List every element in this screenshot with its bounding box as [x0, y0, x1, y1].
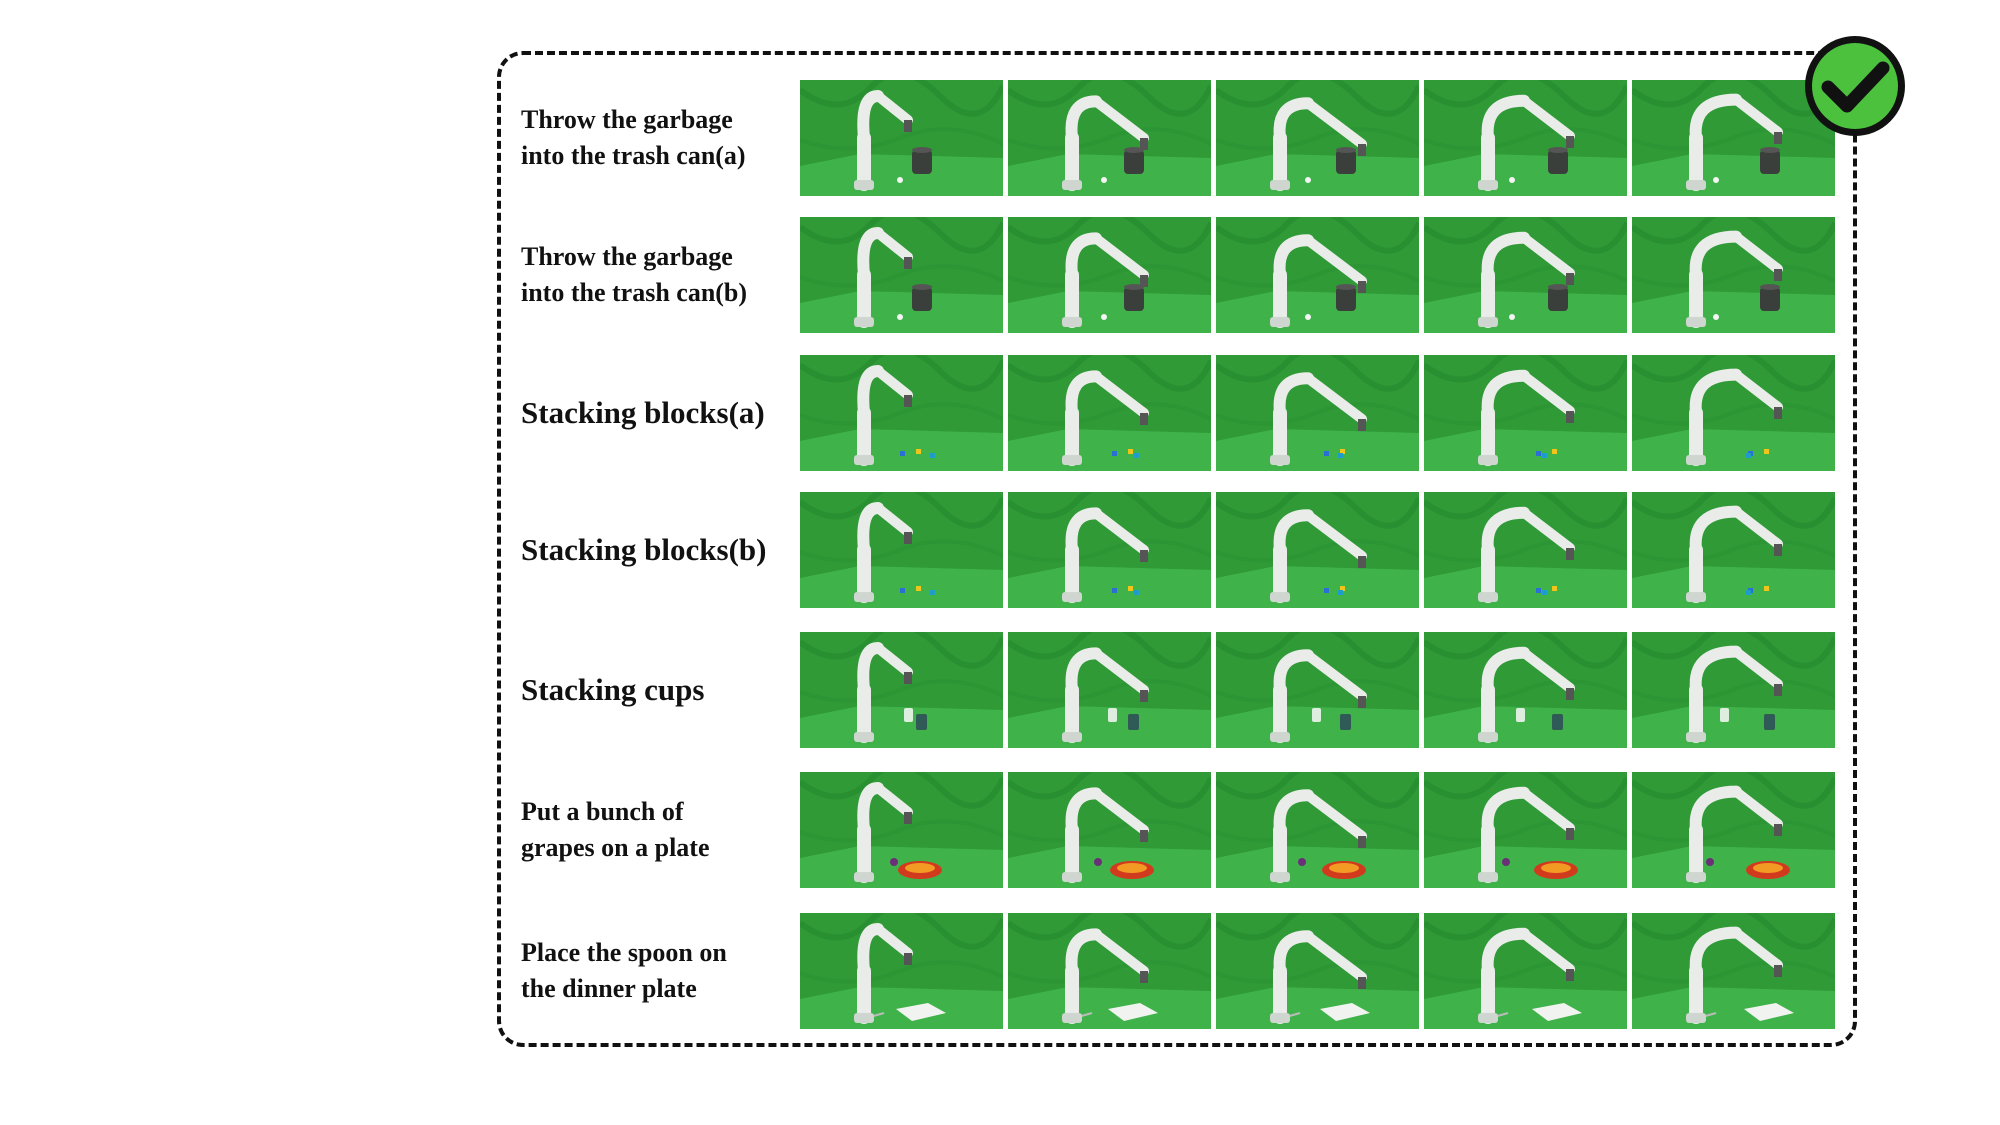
robot-frame-image	[800, 632, 1003, 748]
task-label: Place the spoon on the dinner plate	[521, 938, 727, 1003]
task-row: Stacking blocks(a)	[0, 355, 2000, 471]
task-label: Stacking blocks(a)	[521, 395, 765, 430]
robot-frame-image	[1008, 217, 1211, 333]
robot-frame-image	[1632, 632, 1835, 748]
robot-frame-image	[1424, 492, 1627, 608]
robot-frame-image	[800, 772, 1003, 888]
task-label: Throw the garbage into the trash can(a)	[521, 105, 746, 170]
robot-frame-image	[800, 355, 1003, 471]
task-row: Stacking cups	[0, 632, 2000, 748]
robot-frame-image	[800, 492, 1003, 608]
robot-frame-image	[1216, 217, 1419, 333]
robot-frame-image	[1424, 632, 1627, 748]
robot-frame-image	[1424, 217, 1627, 333]
robot-frame-image	[1632, 492, 1835, 608]
robot-frame-image	[1008, 80, 1211, 196]
checkmark-badge-icon	[1800, 31, 1910, 141]
task-row: Stacking blocks(b)	[0, 492, 2000, 608]
robot-frame-image	[1008, 632, 1211, 748]
robot-frame-image	[800, 913, 1003, 1029]
task-label: Throw the garbage into the trash can(b)	[521, 242, 748, 307]
robot-frame-image	[1008, 492, 1211, 608]
robot-frame-image	[1008, 355, 1211, 471]
robot-frame-image	[1216, 492, 1419, 608]
robot-frame-image	[1216, 913, 1419, 1029]
task-row: Put a bunch of grapes on a plate	[0, 772, 2000, 888]
robot-frame-image	[1632, 217, 1835, 333]
robot-frame-image	[800, 217, 1003, 333]
robot-frame-image	[1216, 355, 1419, 471]
task-label: Stacking blocks(b)	[521, 532, 767, 567]
robot-frame-image	[1424, 80, 1627, 196]
task-label: Stacking cups	[521, 672, 705, 707]
robot-frame-image	[1632, 913, 1835, 1029]
robot-frame-image	[1632, 772, 1835, 888]
robot-frame-image	[1216, 632, 1419, 748]
robot-frame-image	[1216, 80, 1419, 196]
task-label: Put a bunch of grapes on a plate	[521, 797, 710, 862]
robot-frame-image	[1632, 80, 1835, 196]
task-row: Place the spoon on the dinner plate	[0, 913, 2000, 1029]
task-row: Throw the garbage into the trash can(b)	[0, 217, 2000, 333]
robot-frame-image	[1008, 913, 1211, 1029]
robot-frame-image	[1424, 913, 1627, 1029]
dashed-frame	[497, 51, 1857, 1047]
robot-frame-image	[1424, 355, 1627, 471]
robot-frame-image	[1216, 772, 1419, 888]
robot-frame-image	[1632, 355, 1835, 471]
robot-frame-image	[800, 80, 1003, 196]
robot-frame-image	[1424, 772, 1627, 888]
robot-frame-image	[1008, 772, 1211, 888]
task-row: Throw the garbage into the trash can(a)	[0, 80, 2000, 196]
